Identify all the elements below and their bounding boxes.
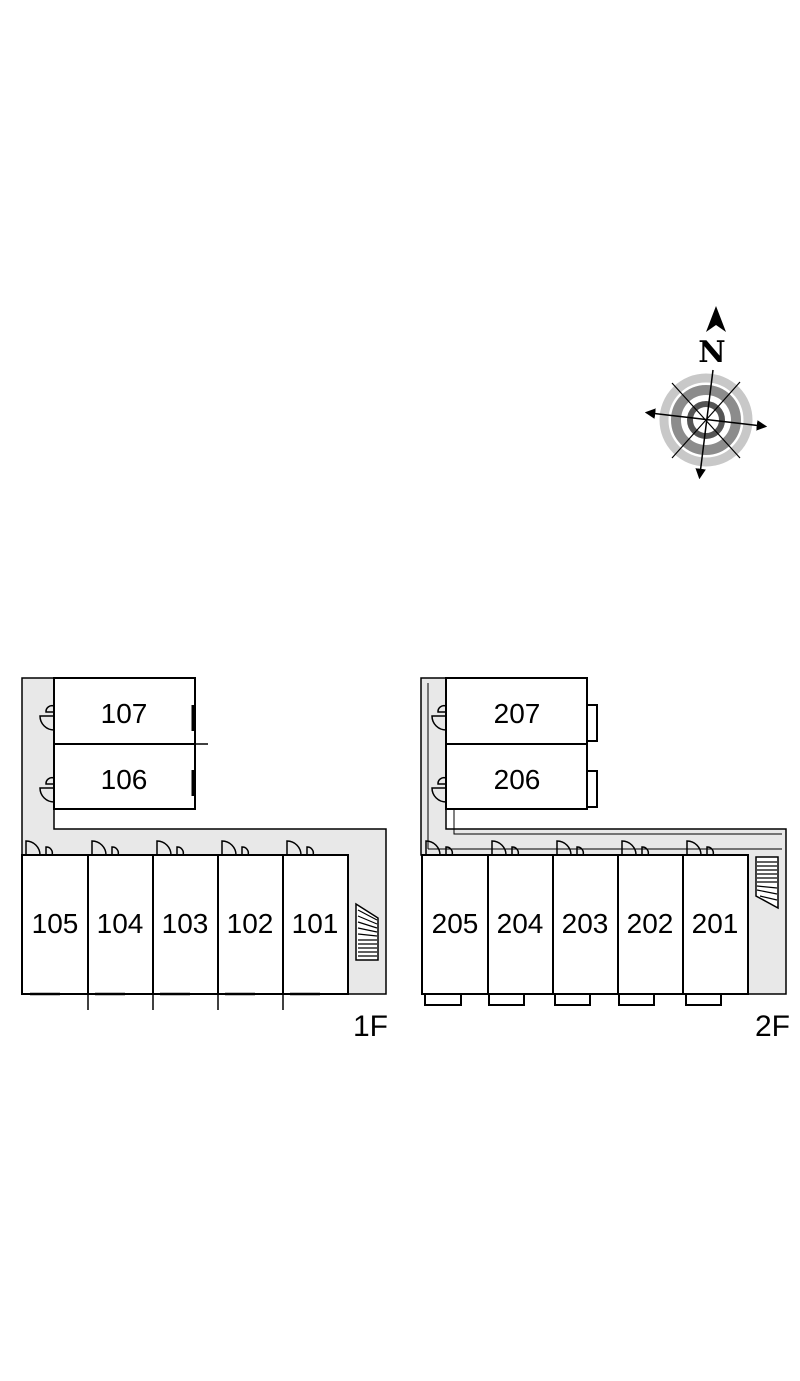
staircase-icon: [755, 856, 779, 910]
balcony-207: [586, 704, 598, 742]
door-icon: [156, 840, 185, 856]
door-icon: [91, 840, 120, 856]
unit-label: 105: [32, 908, 79, 939]
unit-label: 202: [627, 908, 674, 939]
door-icon: [286, 840, 315, 856]
unit-label: 104: [97, 908, 144, 939]
door-icon: [25, 840, 54, 856]
floor-1-plan: 107 106 105 104 103 102 101: [21, 677, 388, 1043]
unit-label: 102: [227, 908, 274, 939]
door-icon: [39, 776, 55, 803]
unit-102: [217, 854, 284, 995]
unit-label: 203: [562, 908, 609, 939]
unit-101: [282, 854, 349, 995]
unit-label: 103: [162, 908, 209, 939]
door-icon: [221, 840, 250, 856]
door-icon: [431, 776, 447, 803]
unit-label: 106: [101, 764, 148, 795]
floor-label-2f: 2F: [755, 1010, 790, 1043]
unit-label: 207: [494, 698, 541, 729]
north-arrow-icon: [706, 306, 726, 332]
staircase-icon: [355, 902, 379, 961]
door-icon: [39, 704, 55, 731]
door-icon: [491, 840, 520, 856]
unit-204: [487, 854, 554, 995]
balconies-2f: [424, 993, 722, 1006]
floor-label-1f: 1F: [353, 1010, 388, 1043]
unit-label: 101: [292, 908, 339, 939]
unit-205: [421, 854, 489, 995]
balcony-206: [586, 770, 598, 808]
unit-label: 204: [497, 908, 544, 939]
door-icon: [621, 840, 650, 856]
floor-2-plan: 207 206 205 204 203 202 201: [420, 677, 790, 1043]
door-icon: [425, 840, 454, 856]
door-icon: [686, 840, 715, 856]
door-icon: [431, 704, 447, 731]
unit-201: [682, 854, 749, 995]
unit-label: 201: [692, 908, 739, 939]
unit-207: [445, 677, 588, 745]
unit-label: 205: [432, 908, 479, 939]
north-label: N: [698, 335, 725, 370]
unit-105: [21, 854, 89, 995]
compass-rose-icon: N: [644, 306, 768, 480]
unit-label: 206: [494, 764, 541, 795]
door-icon: [556, 840, 585, 856]
unit-106: [53, 743, 196, 810]
unit-label: 107: [101, 698, 148, 729]
